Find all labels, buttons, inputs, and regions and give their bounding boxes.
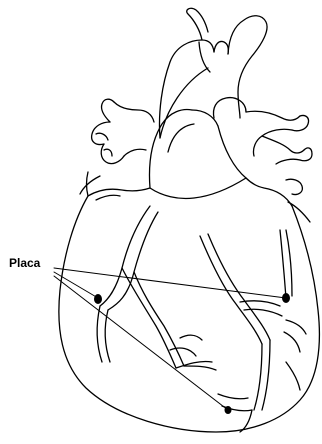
- right-pulmonary-artery: [246, 111, 312, 222]
- placa-label: Placa: [9, 257, 40, 269]
- plaque-marker-2: [282, 293, 290, 303]
- heart-outline: [59, 178, 320, 432]
- coronary-arteries: [97, 206, 306, 432]
- vena-cava: [80, 99, 154, 200]
- plaque-marker-3: [225, 406, 232, 414]
- plaque-marker-1: [94, 294, 102, 304]
- callout-lines: [54, 268, 286, 410]
- callout-line-1: [54, 268, 286, 298]
- callout-line-3: [54, 276, 228, 410]
- pulmonary-trunk: [150, 98, 247, 188]
- plaque-markers: [94, 293, 290, 414]
